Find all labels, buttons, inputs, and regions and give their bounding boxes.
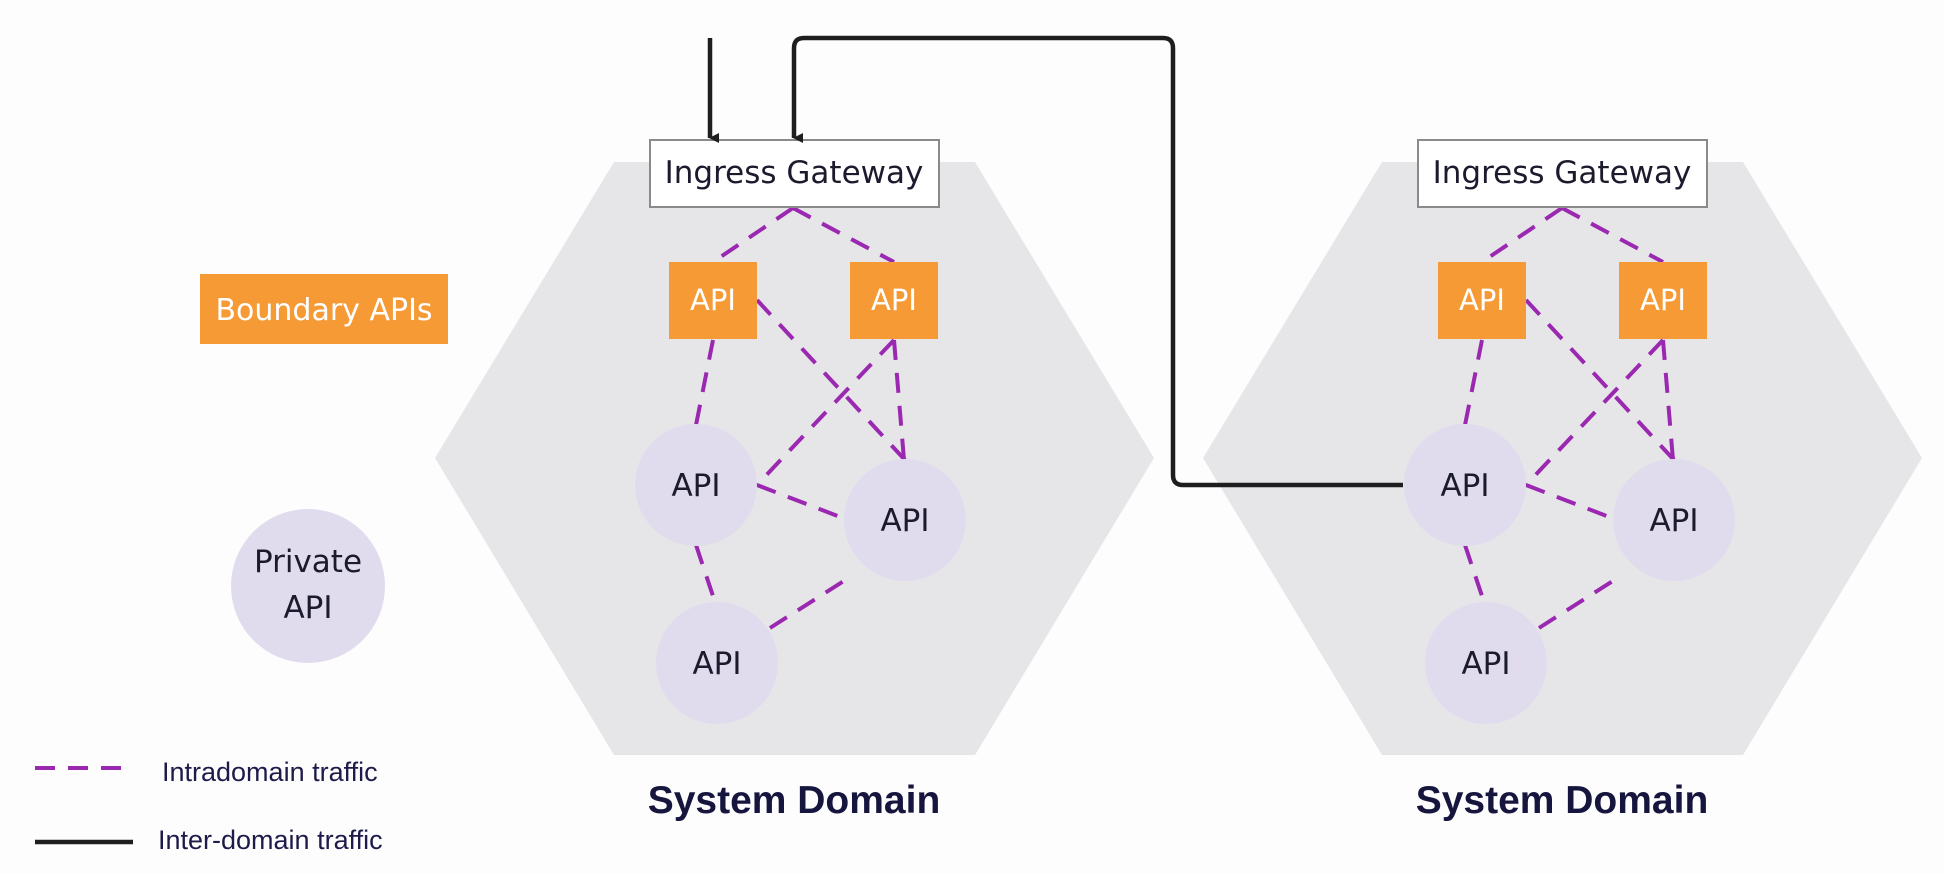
interdomain-legend-label: Inter-domain traffic <box>158 825 383 855</box>
private-api-label: API <box>671 468 720 504</box>
intradomain-link <box>1463 544 1487 606</box>
boundary-api-key: Boundary APIs <box>200 274 448 344</box>
intradomain-links <box>1463 206 1676 630</box>
intradomain-link <box>1480 206 1564 264</box>
intradomain-link <box>1463 339 1484 426</box>
intradomain-legend-label: Intradomain traffic <box>162 757 378 787</box>
intradomain-link <box>1525 483 1618 522</box>
domain-hexagon <box>1203 162 1922 755</box>
private-api-label: API <box>880 503 929 539</box>
ingress-gateway-label: Ingress Gateway <box>665 155 924 191</box>
intradomain-link <box>756 483 849 522</box>
boundary-api-key-label: Boundary APIs <box>215 293 432 328</box>
private-api-key-label-line1: Private <box>254 544 362 580</box>
intradomain-link <box>711 206 795 264</box>
private-api-label: API <box>1440 468 1489 504</box>
ingress-gateway[interactable]: Ingress Gateway <box>1417 139 1708 208</box>
intradomain-link <box>755 338 896 487</box>
intradomain-link <box>694 339 715 426</box>
legend: Boundary APIs Private API Intradomain tr… <box>35 274 448 855</box>
boundary-api-node[interactable]: API <box>850 262 938 339</box>
boundary-api-label: API <box>871 283 917 317</box>
domain-title: System Domain <box>648 779 941 822</box>
cross-domain-arrow <box>791 35 1403 488</box>
ingress-gateway-label: Ingress Gateway <box>1433 155 1692 191</box>
domain-title: System Domain <box>1416 779 1709 822</box>
private-api-key: Private API <box>231 509 385 663</box>
intradomain-link <box>1561 206 1664 264</box>
private-api-key-label-line2: API <box>283 590 332 626</box>
private-api-node[interactable]: API <box>656 602 778 724</box>
intradomain-link <box>1524 338 1665 487</box>
private-api-node[interactable]: API <box>844 459 966 581</box>
domain-hexagon <box>435 162 1154 755</box>
intradomain-links <box>694 206 907 630</box>
intradomain-link <box>755 298 907 462</box>
private-api-label: API <box>1649 503 1698 539</box>
intradomain-link <box>768 575 852 630</box>
private-api-node[interactable]: API <box>1613 459 1735 581</box>
intradomain-link <box>792 206 895 264</box>
private-api-node[interactable]: API <box>1425 602 1547 724</box>
intradomain-link <box>694 544 718 606</box>
boundary-api-node[interactable]: API <box>1438 262 1526 339</box>
boundary-api-label: API <box>690 283 736 317</box>
private-api-node[interactable]: API <box>1404 424 1526 546</box>
system-domain-2: Ingress Gateway API API API API API Syst… <box>1203 139 1922 822</box>
private-api-label: API <box>1461 646 1510 682</box>
private-api-node[interactable]: API <box>635 424 757 546</box>
intradomain-link <box>892 339 906 461</box>
system-domain-1: Ingress Gateway API API API API API Syst… <box>435 139 1154 822</box>
boundary-api-node[interactable]: API <box>669 262 757 339</box>
private-api-label: API <box>692 646 741 682</box>
boundary-api-label: API <box>1640 283 1686 317</box>
ingress-gateway[interactable]: Ingress Gateway <box>649 139 940 208</box>
intradomain-link <box>1661 339 1675 461</box>
intradomain-link <box>1537 575 1621 630</box>
boundary-api-node[interactable]: API <box>1619 262 1707 339</box>
intradomain-link <box>1524 298 1676 462</box>
inter-domain-links <box>707 35 1403 488</box>
boundary-api-label: API <box>1459 283 1505 317</box>
